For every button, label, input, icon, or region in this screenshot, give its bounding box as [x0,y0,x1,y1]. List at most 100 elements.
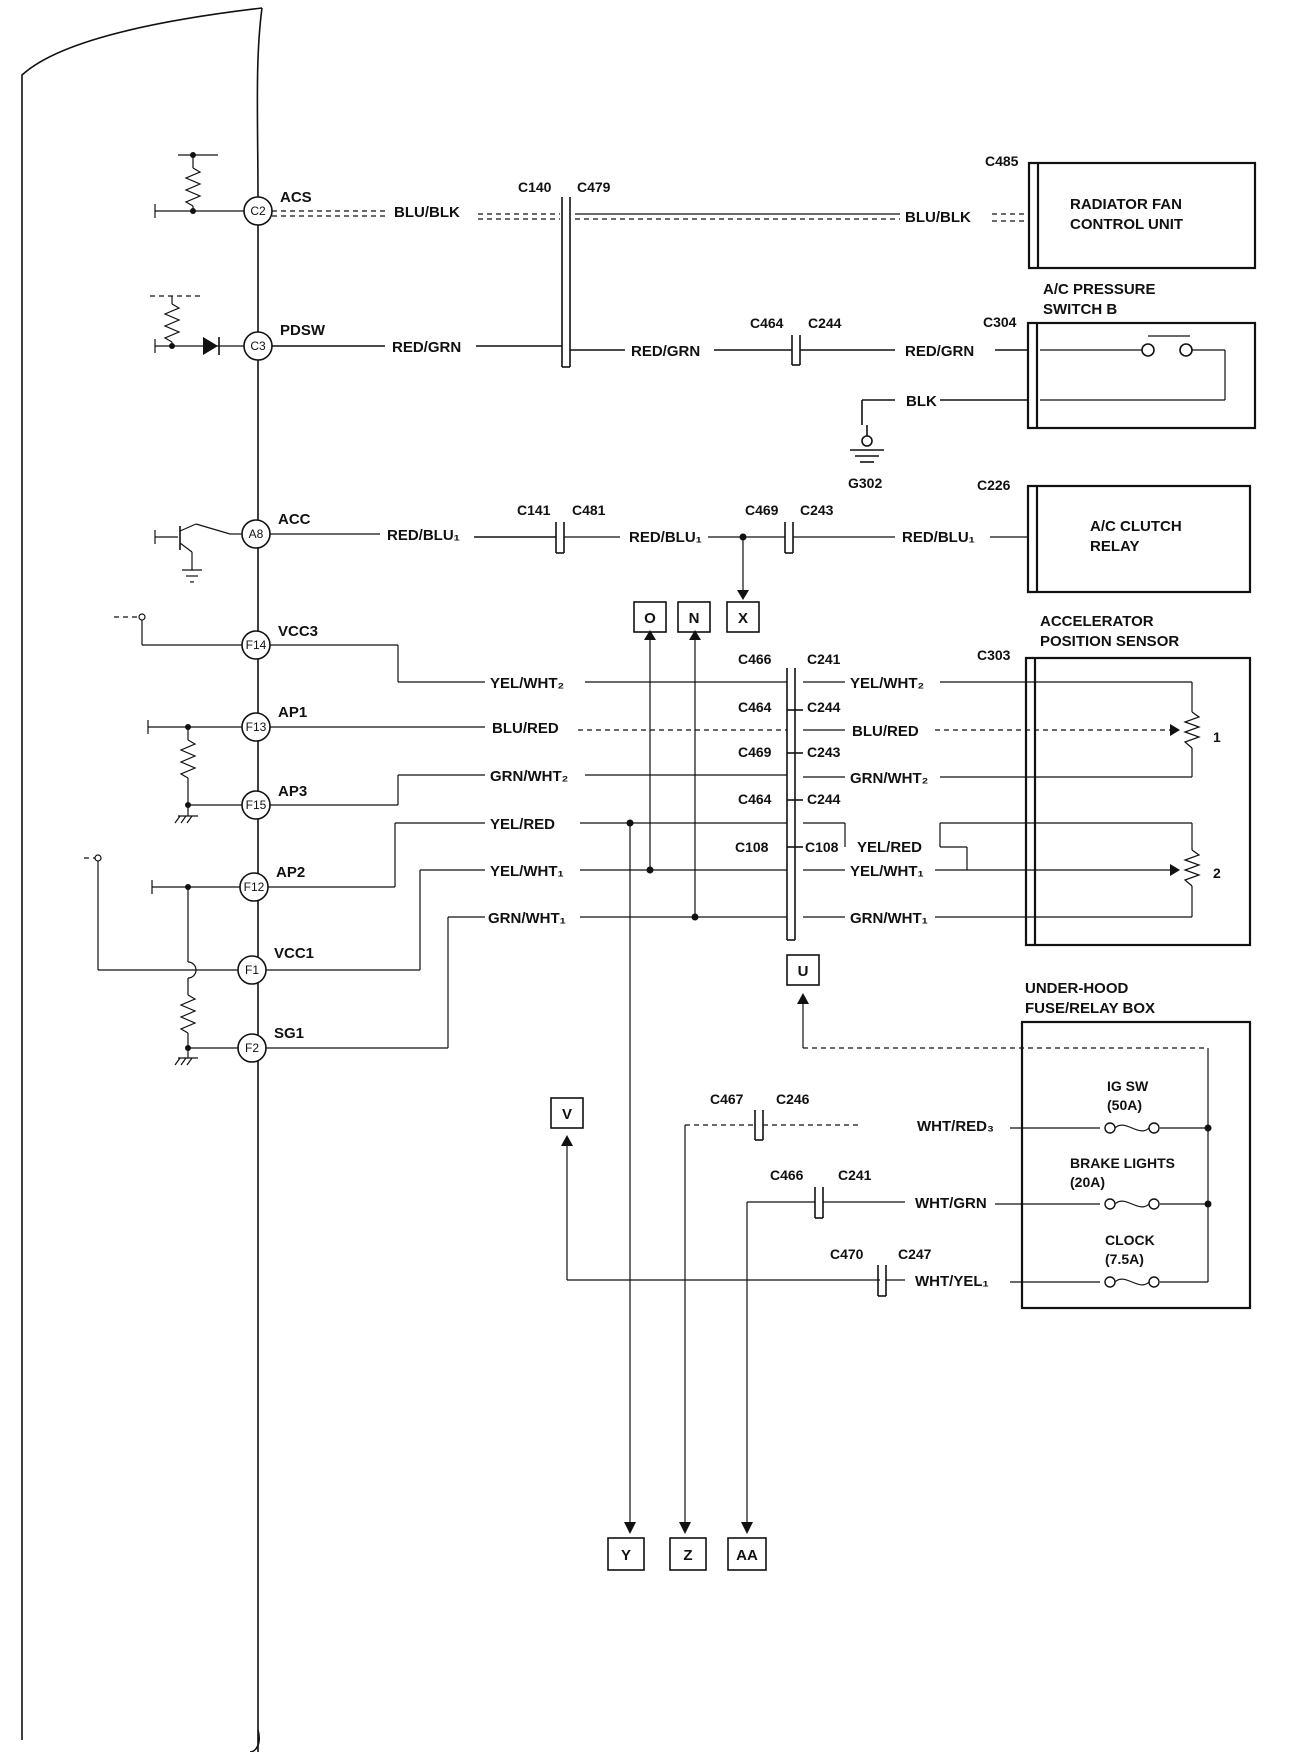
terminal-x: X [726,601,760,633]
under-hood-fuse-relay-box [1020,1020,1252,1310]
ac-pressure-switch-b [1035,321,1257,430]
circuit-accelerator-position: YEL/WHT₂ YEL/WHT₂ BLU/RED BLU/RED 1 GRN/… [266,613,1252,1534]
pin-f15-name: AP3 [278,783,307,800]
wire-red-grn-2: RED/GRN [631,343,700,360]
wire-grn-wht2-1: GRN/WHT₂ [490,768,568,785]
wire-blk: BLK [906,393,937,410]
accelerator-sensor-title-2: POSITION SENSOR [1040,633,1179,650]
connector-c485: C485 [985,153,1019,169]
svg-text:C108: C108 [805,839,839,855]
svg-text:(50A): (50A) [1107,1097,1142,1113]
svg-text:C464: C464 [738,791,772,807]
svg-text:Y: Y [621,1547,631,1564]
terminal-z: Z [669,1537,707,1571]
svg-text:AA: AA [736,1547,758,1564]
terminal-n: N [677,601,711,633]
ac-clutch-relay-label-1: A/C CLUTCH [1090,518,1182,535]
svg-text:BRAKE LIGHTS: BRAKE LIGHTS [1070,1155,1175,1171]
wire-grn-wht1-1: GRN/WHT₁ [488,910,566,927]
connector-c304: C304 [983,314,1017,330]
ecm-internal-circuits [84,152,246,1066]
wire-yel-red-2: YEL/RED [857,839,922,856]
wire-yel-wht2-2: YEL/WHT₂ [850,675,924,692]
pin-f15: F15 [241,790,271,820]
pin-f12: F12 [239,872,269,902]
svg-text:C108: C108 [735,839,769,855]
pin-f13: F13 [241,712,271,742]
wire-yel-wht2-1: YEL/WHT₂ [490,675,564,692]
wire-red-blu-2: RED/BLU₁ [629,529,702,546]
terminal-u: U [786,954,820,986]
radiator-fan-label-1: RADIATOR FAN [1070,196,1182,213]
wire-red-blu-3: RED/BLU₁ [902,529,975,546]
terminal-v: V [550,1097,584,1129]
pin-f1-name: VCC1 [274,945,314,962]
svg-text:C246: C246 [776,1091,810,1107]
pin-c3: C3 [243,331,273,361]
ac-clutch-relay [1035,484,1252,594]
svg-text:(7.5A): (7.5A) [1105,1251,1144,1267]
fuse-box-title-2: FUSE/RELAY BOX [1025,1000,1155,1017]
wire-red-blu-1: RED/BLU₁ [387,527,460,544]
terminal-y: Y [607,1537,645,1571]
wire-yel-wht1-2: YEL/WHT₁ [850,863,924,880]
ecm-outline [21,7,263,1752]
wire-yel-red-1: YEL/RED [490,816,555,833]
svg-text:C243: C243 [807,744,841,760]
svg-text:C470: C470 [830,1246,864,1262]
svg-text:C466: C466 [770,1167,804,1183]
radiator-fan-label-2: CONTROL UNIT [1070,216,1183,233]
svg-text:F2: F2 [245,1041,259,1055]
svg-text:CLOCK: CLOCK [1105,1232,1155,1248]
pin-c2: C2 [243,196,273,226]
svg-text:C247: C247 [898,1246,932,1262]
svg-text:A8: A8 [249,527,264,541]
svg-text:C244: C244 [807,699,841,715]
radiator-fan-control-unit [1036,161,1257,270]
pin-f2-name: SG1 [274,1025,304,1042]
wire-wht-red3: WHT/RED₃ [917,1118,994,1135]
accelerator-sensor-title-1: ACCELERATOR [1040,613,1154,630]
svg-text:C464: C464 [738,699,772,715]
fuse-ig-sw: IG SW (50A) [1104,1078,1160,1134]
svg-text:F14: F14 [246,638,267,652]
svg-text:(20A): (20A) [1070,1174,1105,1190]
fuse-brake-lights: BRAKE LIGHTS (20A) [1070,1155,1175,1210]
svg-text:C244: C244 [808,315,842,331]
circuit-acc: RED/BLU₁ C141 C481 RED/BLU₁ C469 C243 RE… [270,477,1252,600]
pin-f2: F2 [237,1033,267,1063]
circuit-fuse-box: C467 C246 WHT/RED₃ C466 C241 WHT/GRN C47… [679,980,1252,1534]
svg-text:C464: C464 [750,315,784,331]
svg-text:C469: C469 [738,744,772,760]
terminal-aa: AA [727,1537,767,1571]
pin-f14: F14 [241,630,271,660]
circuit-acs: BLU/BLK BLU/BLK C485 RADIATOR FAN CONTRO… [272,153,1257,270]
wire-grn-wht2-2: GRN/WHT₂ [850,770,928,787]
sensor-element-1: 1 [1213,729,1221,745]
pin-f12-name: AP2 [276,864,305,881]
circuit-pdsw: RED/GRN RED/GRN C464 C244 RED/GRN BLK G3… [272,281,1257,491]
accelerator-position-sensor [1033,656,1252,947]
wire-blu-red-2: BLU/RED [852,723,919,740]
wire-wht-yel1: WHT/YEL₁ [915,1273,989,1290]
svg-text:C3: C3 [250,339,266,353]
svg-text:C241: C241 [807,651,841,667]
wire-grn-wht1-2: GRN/WHT₁ [850,910,928,927]
svg-text:Z: Z [683,1547,692,1564]
svg-text:F15: F15 [246,798,267,812]
svg-text:C467: C467 [710,1091,744,1107]
svg-text:C2: C2 [250,204,266,218]
svg-text:C241: C241 [838,1167,872,1183]
pin-f14-name: VCC3 [278,623,318,640]
wire-blu-red-1: BLU/RED [492,720,559,737]
svg-text:C140: C140 [518,179,552,195]
fuse-clock: CLOCK (7.5A) [1104,1232,1160,1288]
sensor-element-2: 2 [1213,865,1221,881]
svg-text:X: X [738,610,748,627]
connector-c303: C303 [977,647,1011,663]
ground-g302: G302 [848,475,882,491]
svg-text:C141: C141 [517,502,551,518]
svg-text:F13: F13 [246,720,267,734]
svg-text:O: O [644,610,656,627]
